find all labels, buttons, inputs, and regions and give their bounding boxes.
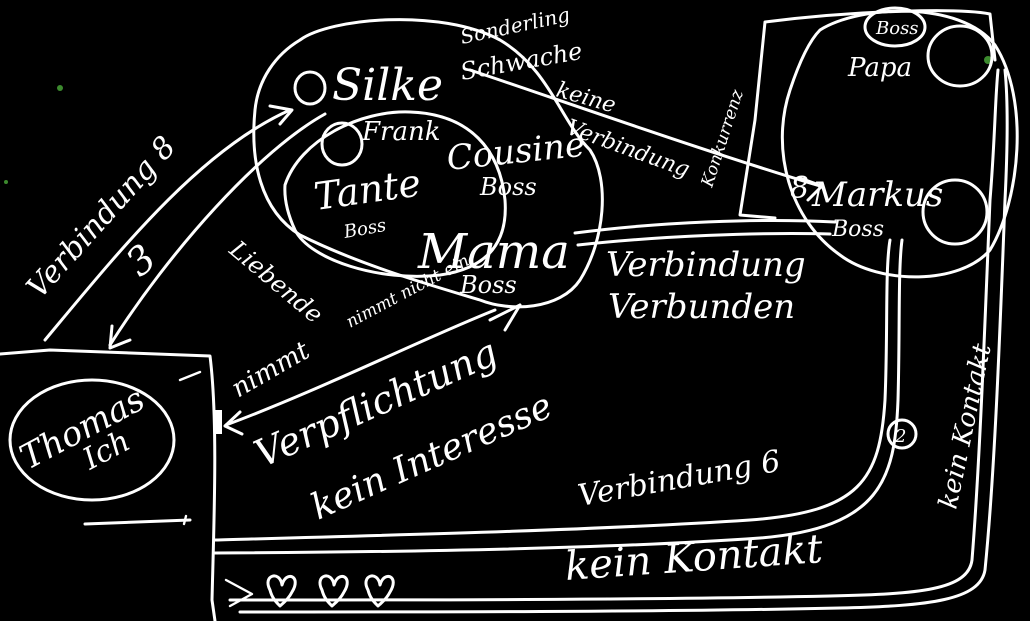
heart-mark: [266, 574, 297, 608]
connection-kein-kontakt-outer-b: [238, 68, 1009, 614]
thomas-label: Thomas: [13, 379, 151, 478]
connection-verpflichtung: [488, 303, 522, 332]
tante-label: Tante: [311, 160, 423, 219]
silke-circle: [293, 70, 327, 106]
thomas-group: Thomas Ich: [0, 348, 222, 621]
markus-circle: [921, 178, 989, 246]
thomas-box-outline: [0, 348, 217, 621]
right-group-circle: [780, 9, 1019, 279]
heart-mark: [318, 574, 349, 608]
marker-circle-2: [886, 418, 918, 450]
connection-kein-kontakt-outer: [228, 68, 1000, 602]
connections: [43, 68, 1009, 614]
connection-silke-markus: [468, 68, 822, 188]
connection-mama-thomas: [224, 308, 497, 427]
markus-label: Markus: [811, 175, 943, 215]
connection-thomas-silke: [43, 108, 292, 342]
frank-circle: [320, 121, 364, 167]
connection-frank-thomas: [108, 112, 327, 347]
label-verbindung-6: Verbindung 6: [575, 444, 783, 514]
thomas-ellipse: [8, 378, 176, 502]
label-verbindung-mid: Verbindung: [606, 245, 806, 285]
family-group-outline: [252, 18, 604, 309]
papa-role: Boss: [875, 18, 919, 39]
squiggle-mark: [224, 578, 254, 608]
inner-circle-outline: [283, 110, 507, 278]
papa-label: Papa: [847, 53, 912, 83]
label-verbindung-8: Verbindung 8: [20, 130, 183, 306]
arrowhead-thomas-box: [223, 410, 244, 436]
arrowhead-markus: [798, 176, 824, 202]
thomas-box-corner: [178, 370, 202, 526]
connection-mama-markus-b: [576, 232, 832, 247]
arrowhead-silke: [268, 104, 294, 126]
tante-role: Boss: [341, 215, 388, 243]
thomas-box-tab: [214, 410, 222, 434]
label-kein-kontakt-bottom: kein Kontakt: [563, 526, 825, 590]
right-group: Boss Papa 8 Markus Boss: [738, 6, 1019, 279]
cousine-role: Boss: [479, 173, 537, 201]
label-verbunden: Verbunden: [608, 287, 795, 327]
connection-verbindung-6: [213, 238, 892, 542]
frank-label: Frank: [361, 117, 440, 147]
mama-label: Mama: [417, 224, 570, 280]
silke-label: Silke: [332, 60, 443, 111]
markus-role: Boss: [831, 217, 884, 242]
label-kein-kontakt-right: kein Kontakt: [934, 341, 998, 512]
papa-boss-circle: [863, 6, 927, 48]
connection-verbindung-6-b: [213, 238, 904, 555]
ink-speck: [4, 180, 8, 184]
ink-speck: [57, 85, 63, 91]
connection-mama-markus-a: [573, 218, 837, 235]
mama-role: Boss: [459, 271, 517, 299]
heart-mark: [364, 574, 395, 608]
label-konkurrenz: Konkurrenz: [697, 86, 748, 190]
arrowhead-thomas: [108, 324, 132, 350]
label-circle-2: 2: [894, 426, 906, 447]
papa-circle: [926, 24, 994, 88]
